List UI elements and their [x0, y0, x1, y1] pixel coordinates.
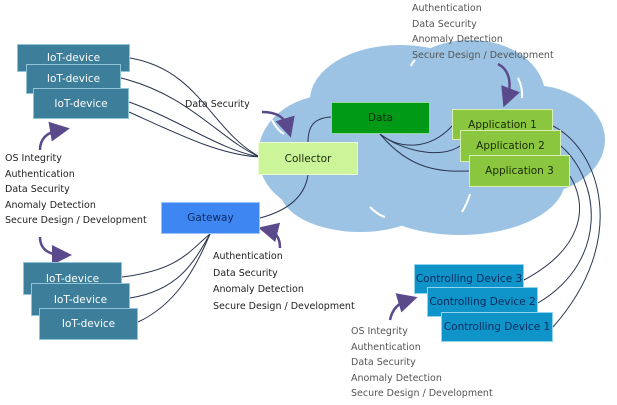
security-arrows: [38, 62, 520, 321]
application-security-list: Authentication Data Security Anomaly Det…: [412, 1, 554, 63]
security-item: Secure Design / Development: [5, 215, 147, 226]
controlling-device-label: Controlling Device 3: [415, 273, 523, 285]
security-item: Data Security: [412, 18, 477, 30]
controlling-security-list: OS Integrity Authentication Data Securit…: [351, 324, 493, 402]
application-label: Application 3: [485, 165, 554, 177]
iot-security-list: OS Integrity Authentication Data Securit…: [5, 151, 147, 229]
security-item: Authentication: [213, 251, 283, 262]
gateway-node[interactable]: Gateway: [161, 202, 260, 234]
security-item: Anomaly Detection: [351, 372, 442, 384]
application-3[interactable]: Application 3: [469, 155, 570, 187]
iot-device-label: IoT-device: [61, 318, 116, 330]
iot-device-top-3[interactable]: IoT-device: [33, 88, 129, 119]
iot-device-label: IoT-device: [46, 73, 101, 85]
security-item: Secure Design / Development: [213, 300, 355, 312]
security-item: Data Security: [213, 267, 278, 279]
security-item: Secure Design / Development: [351, 388, 493, 399]
security-item: Authentication: [412, 3, 482, 14]
security-item: Anomaly Detection: [5, 199, 96, 211]
security-item: Anomaly Detection: [213, 284, 304, 295]
security-item: Data Security: [185, 99, 250, 110]
security-item: Authentication: [351, 341, 421, 353]
controlling-device-label: Controlling Device 1: [443, 321, 551, 333]
security-item: Data Security: [351, 357, 416, 368]
controlling-device-label: Controlling Device 2: [429, 296, 536, 308]
application-label: Application 2: [476, 140, 545, 152]
data-label: Data: [367, 112, 394, 124]
data-node[interactable]: Data: [331, 102, 430, 134]
arrow-controlling: [388, 293, 418, 321]
controlling-device-1[interactable]: Controlling Device 1: [441, 312, 553, 342]
arrow-application: [497, 62, 520, 108]
iot-device-label: IoT-device: [54, 97, 108, 110]
security-item: Data Security: [5, 184, 70, 195]
collector-node[interactable]: Collector: [258, 142, 358, 175]
security-item: Authentication: [5, 168, 75, 180]
iot-device-label: IoT-device: [46, 52, 101, 64]
security-item: OS Integrity: [5, 153, 62, 164]
iot-device-label: IoT-device: [45, 272, 100, 285]
collector-label: Collector: [284, 152, 332, 165]
arrow-iot-bottom: [38, 236, 72, 265]
collector-security-label: Data Security: [185, 97, 250, 113]
connectors: [120, 57, 601, 328]
arrow-collector: [261, 110, 295, 138]
security-item: Anomaly Detection: [412, 34, 503, 45]
arrow-iot-top: [38, 121, 70, 151]
security-item: Secure Design / Development: [412, 49, 554, 61]
iot-device-label: IoT-device: [53, 293, 108, 306]
gateway-security-list: Authentication Data Security Anomaly Det…: [213, 249, 355, 315]
application-label: Application 1: [468, 118, 537, 131]
arrow-gateway: [258, 222, 282, 249]
gateway-label: Gateway: [187, 212, 234, 224]
iot-device-bottom-3[interactable]: IoT-device: [39, 308, 138, 340]
security-item: OS Integrity: [351, 326, 408, 337]
